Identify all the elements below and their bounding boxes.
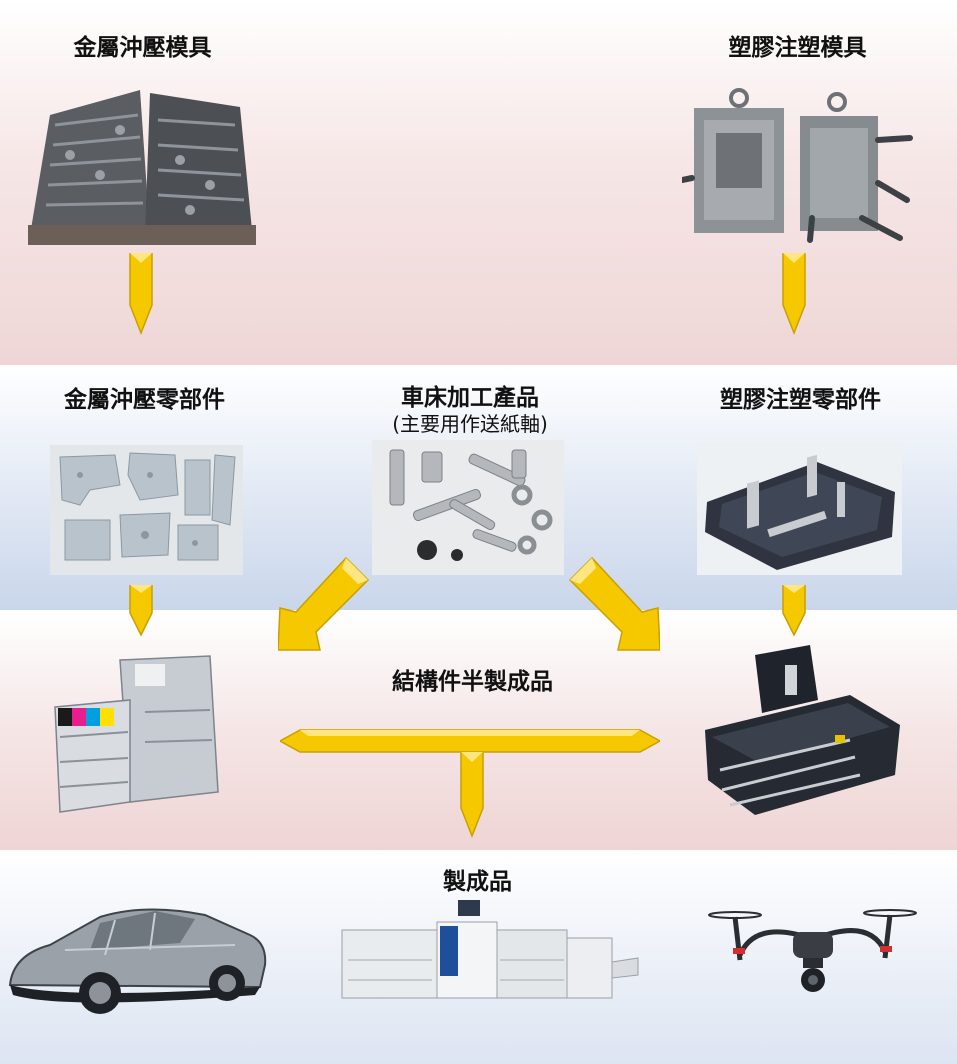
stamping-die-image: [28, 90, 256, 245]
finished-title: 製成品: [443, 869, 512, 895]
arrow-down-center: [460, 752, 484, 838]
lathe-products-title: 車床加工產品: [401, 385, 539, 411]
injection-parts-title: 塑膠注塑零部件: [720, 387, 881, 413]
office-printer-image: [341, 900, 639, 999]
arrow-down-stamping-die: [129, 253, 153, 335]
arrow-diagonal-left: [278, 556, 370, 651]
injection-mold-title: 塑膠注塑模具: [728, 35, 867, 61]
arrow-diagonal-right: [568, 556, 660, 651]
tray-assembly-image: [705, 645, 900, 815]
arrow-down-injection-parts: [782, 585, 806, 637]
printer-frame-image: [54, 655, 219, 813]
car-image: [8, 908, 267, 1014]
drone-image: [708, 909, 917, 992]
arrow-horizontal-double: [280, 729, 660, 753]
injection-parts-image: [697, 442, 902, 575]
arrow-down-stamping-parts: [129, 585, 153, 637]
semi-finished-title: 結構件半製成品: [392, 669, 553, 695]
arrow-down-injection-mold: [782, 253, 806, 335]
stamping-parts-title: 金屬沖壓零部件: [64, 387, 225, 413]
lathe-products-subtitle: (主要用作送紙軸): [392, 412, 548, 436]
stamping-die-title: 金屬沖壓模具: [73, 35, 212, 61]
lathe-products-image: [372, 440, 564, 575]
injection-mold-image: [682, 88, 913, 243]
stamping-parts-image: [50, 445, 243, 575]
